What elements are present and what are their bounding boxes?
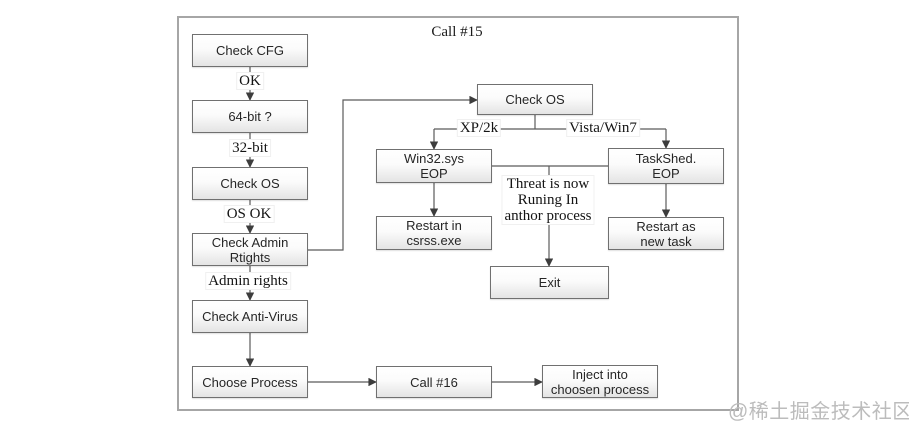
node-inject-process: Inject into choosen process xyxy=(542,365,658,398)
edge-label-ok: OK xyxy=(237,73,263,89)
edge-label-os-ok: OS OK xyxy=(224,206,274,222)
node-check-cfg: Check CFG xyxy=(192,34,308,67)
node-win32sys-eop: Win32.sys EOP xyxy=(376,149,492,183)
node-check-os-left: Check OS xyxy=(192,167,308,200)
node-choose-process: Choose Process xyxy=(192,366,308,398)
edge-label-admin-rights: Admin rights xyxy=(206,273,290,289)
watermark-text: @稀土掘金技术社区 xyxy=(728,401,909,423)
edge-label-threat-note: Threat is now Runing In anthor process xyxy=(502,176,594,224)
node-tasksched-eop: TaskShed. EOP xyxy=(608,148,724,184)
node-check-anti-virus: Check Anti-Virus xyxy=(192,300,308,333)
edge-label-32bit: 32-bit xyxy=(230,140,270,156)
node-restart-csrss: Restart in csrss.exe xyxy=(376,216,492,250)
node-check-os-right: Check OS xyxy=(477,84,593,115)
diagram-frame xyxy=(177,16,739,411)
node-64bit: 64-bit ? xyxy=(192,100,308,133)
node-check-admin-rights: Check Admin Rtights xyxy=(192,233,308,266)
edge-label-vista-win7: Vista/Win7 xyxy=(567,120,639,136)
node-call-16: Call #16 xyxy=(376,366,492,398)
node-exit: Exit xyxy=(490,266,609,299)
node-restart-new-task: Restart as new task xyxy=(608,217,724,250)
edge-admin-to-checkos-right xyxy=(308,95,478,251)
edge-label-xp2k: XP/2k xyxy=(457,120,501,136)
diagram-title: Call #15 xyxy=(431,24,483,40)
